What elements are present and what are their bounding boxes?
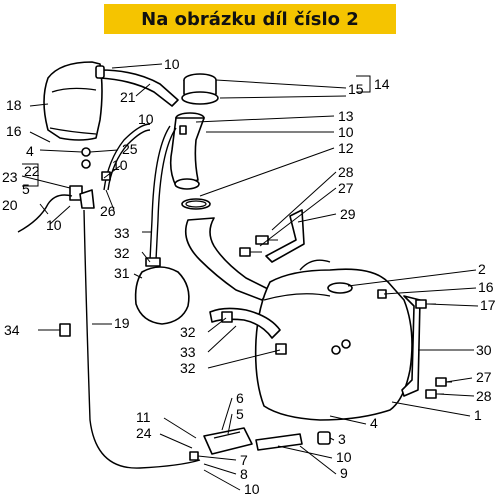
- callout-27: 27: [338, 180, 354, 196]
- callout-14: 14: [374, 76, 390, 92]
- callout-10: 10: [164, 56, 180, 72]
- callout-34: 34: [4, 322, 20, 338]
- part-fuel-filter-5: [203, 427, 253, 455]
- callout-23: 23: [2, 169, 18, 185]
- callout-5: 5: [22, 181, 30, 197]
- part-filler-cap-15: [181, 73, 219, 105]
- part-clip-32b: [221, 311, 233, 323]
- callout-7: 7: [240, 452, 248, 468]
- callout-30: 30: [476, 342, 492, 358]
- part-clip-32: [145, 257, 161, 267]
- callout-2: 2: [478, 261, 486, 277]
- part-bracket-30: [401, 295, 421, 397]
- part-hose-20: [17, 194, 73, 233]
- callout-20: 20: [2, 197, 18, 213]
- callout-17: 17: [480, 297, 496, 313]
- callout-9: 9: [340, 465, 348, 481]
- part-hose-26-edge: [107, 129, 151, 191]
- part-clip-7: [189, 451, 199, 461]
- part-hose-21: [95, 65, 179, 107]
- callout-19: 19: [114, 315, 130, 331]
- callout-3: 3: [338, 431, 346, 447]
- part-hose-33-edge: [155, 127, 177, 261]
- callout-15: 15: [348, 81, 364, 97]
- callout-10: 10: [336, 449, 352, 465]
- callout-10: 10: [138, 111, 154, 127]
- callout-28: 28: [476, 388, 492, 404]
- callout-27: 27: [476, 369, 492, 385]
- part-hose-9: [255, 433, 303, 451]
- part-ring-12: [181, 198, 211, 210]
- callout-10: 10: [338, 124, 354, 140]
- callout-10: 10: [244, 481, 260, 497]
- leader-lines: [21, 63, 479, 491]
- callout-22: 22: [24, 163, 40, 179]
- callout-32: 32: [180, 360, 196, 376]
- callout-16: 16: [478, 279, 494, 295]
- part-washer-4: [81, 147, 91, 157]
- part-clip-32c: [275, 343, 287, 355]
- callout-10: 10: [112, 157, 128, 173]
- part-plug-34: [52, 323, 71, 337]
- callout-21: 21: [120, 89, 136, 105]
- part-reservoir-18: [43, 61, 103, 141]
- part-bracket-29: [265, 209, 305, 263]
- callout-5: 5: [236, 406, 244, 422]
- callout-25: 25: [122, 141, 138, 157]
- title-banner: Na obrázku díl číslo 2: [104, 4, 396, 34]
- part-filler-neck-13: [169, 112, 205, 190]
- part-canister-31: [134, 266, 190, 325]
- callout-28: 28: [338, 164, 354, 180]
- part-clip-3: [317, 431, 331, 445]
- callout-18: 18: [6, 97, 22, 113]
- callout-labels: 10 21 15 14 18 16 25 10 13 10 4 10 12 23…: [2, 56, 496, 497]
- part-filler-hose: [184, 217, 271, 301]
- callout-24: 24: [136, 425, 152, 441]
- callout-26: 26: [100, 203, 116, 219]
- callout-33: 33: [114, 225, 130, 241]
- callout-4: 4: [26, 143, 34, 159]
- part-fuel-tank-1: [254, 259, 413, 421]
- callout-16: 16: [6, 123, 22, 139]
- callout-10: 10: [46, 217, 62, 233]
- callout-13: 13: [338, 108, 354, 124]
- callout-4: 4: [370, 415, 378, 431]
- banner-title: Na obrázku díl číslo 2: [141, 8, 359, 30]
- callout-8: 8: [240, 466, 248, 482]
- callout-1: 1: [474, 407, 482, 423]
- part-washer-25: [81, 159, 91, 169]
- callout-31: 31: [114, 265, 130, 281]
- callout-6: 6: [236, 390, 244, 406]
- part-valve-22: [69, 185, 95, 209]
- callout-11: 11: [136, 409, 151, 425]
- callout-32: 32: [114, 245, 130, 261]
- part-hose-19: [83, 209, 201, 469]
- callout-12: 12: [338, 140, 354, 156]
- callout-32: 32: [180, 324, 196, 340]
- callout-33: 33: [180, 344, 196, 360]
- part-hose-33: [149, 125, 171, 261]
- callout-29: 29: [340, 206, 356, 222]
